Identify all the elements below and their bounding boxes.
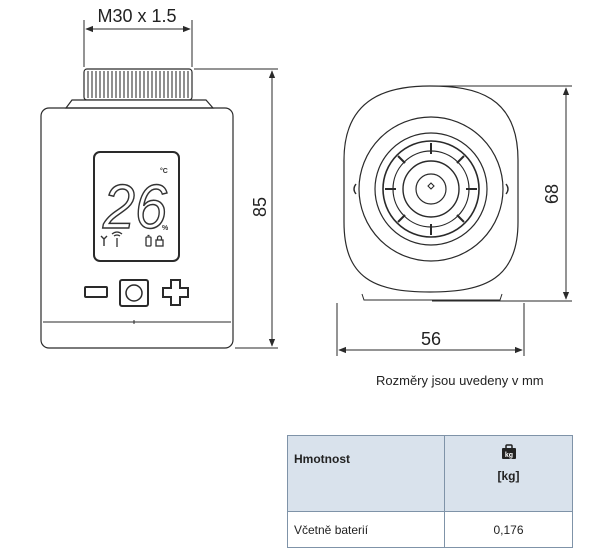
thread-dimension-label: M30 x 1.5 <box>97 6 176 26</box>
display-degree-unit: °C <box>160 167 168 175</box>
plus-button <box>162 279 189 306</box>
side-view <box>343 85 519 301</box>
display-digits: 26 <box>102 173 167 242</box>
lcd-display <box>93 151 180 262</box>
height-dimension-label: 85 <box>250 197 270 217</box>
ok-button <box>119 279 149 307</box>
display-percent: % <box>162 225 169 232</box>
table-header-row: Hmotnost kg [kg] <box>287 435 573 512</box>
unit-header-cell: kg [kg] <box>444 435 573 512</box>
collar <box>64 99 215 109</box>
kg-weight-icon: kg <box>501 444 516 459</box>
width-dimension-label: 56 <box>421 329 441 349</box>
weight-table: Hmotnost kg [kg] Včetně baterií 0,176 <box>287 435 573 548</box>
minus-button <box>84 286 108 298</box>
wrench-icon <box>100 235 108 246</box>
battery-icon <box>145 234 152 247</box>
row-value: 0,176 <box>444 511 573 548</box>
row-label: Včetně baterií <box>287 511 445 548</box>
units-note: Rozměry jsou uvedeny v mm <box>376 373 544 388</box>
table-row: Včetně baterií 0,176 <box>287 511 573 548</box>
ok-button-circle <box>125 284 143 302</box>
front-view <box>40 68 234 349</box>
front-dimensions <box>83 20 278 349</box>
thermostat-body <box>40 107 234 349</box>
weight-header-label: Hmotnost <box>287 435 445 512</box>
antenna-icon <box>111 231 123 247</box>
side-outer-shape <box>343 85 519 293</box>
nut-knurling <box>87 71 189 98</box>
kg-icon-text: kg <box>504 452 512 459</box>
display-contents: 26 °C % <box>100 167 169 247</box>
side-dimensions <box>336 85 572 356</box>
lock-icon <box>155 235 164 247</box>
unit-label: [kg] <box>497 469 520 483</box>
depth-dimension-label: 68 <box>542 184 562 204</box>
